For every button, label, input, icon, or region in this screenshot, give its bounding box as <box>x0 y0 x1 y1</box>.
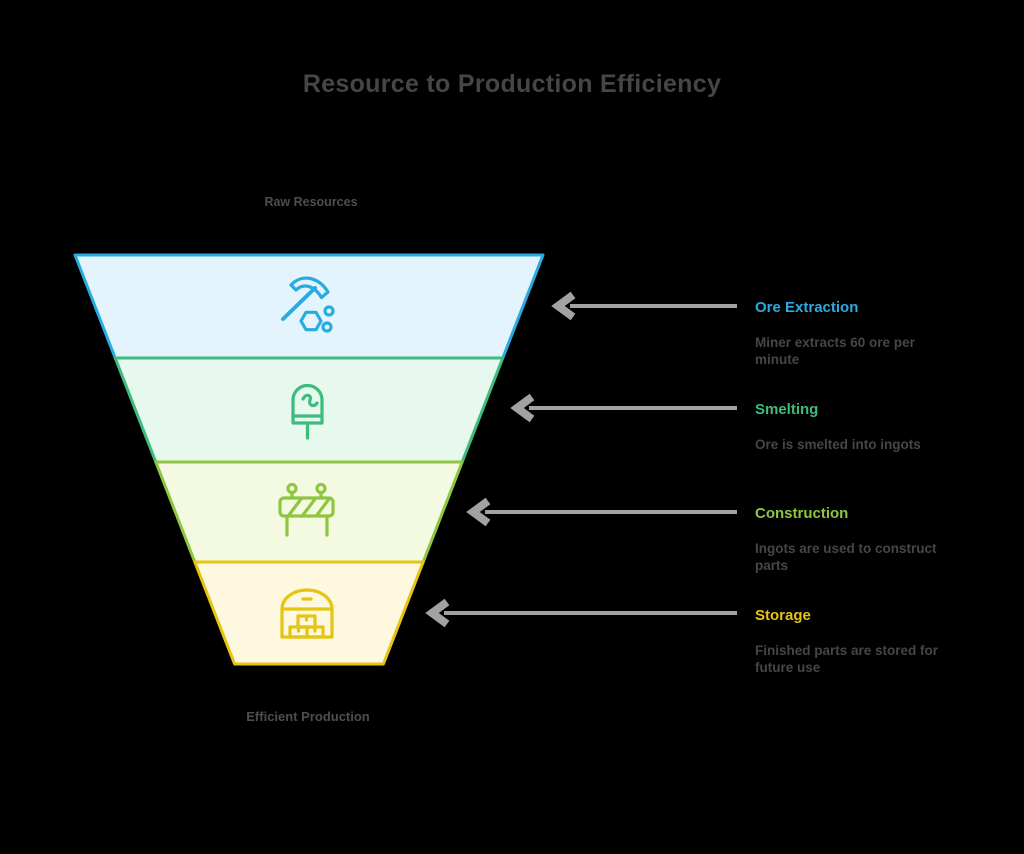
stage-3-arrow-icon <box>466 497 737 527</box>
stage-1-arrow-icon <box>551 291 737 321</box>
stage-4-arrow-icon <box>425 598 737 628</box>
stage-label: Storage <box>755 607 811 624</box>
stage-description: Ore is smelted into ingots <box>755 437 921 452</box>
stage-info-ore-extraction: Ore Extraction Miner extracts 60 ore per… <box>755 299 960 368</box>
pickaxe-icon <box>281 276 335 333</box>
funnel-stage-3-segment <box>154 460 464 564</box>
smelter-icon <box>291 383 324 440</box>
stage-info-construction: Construction Ingots are used to construc… <box>755 505 960 574</box>
stage-description: Miner extracts 60 ore per minute <box>755 335 915 367</box>
warehouse-icon <box>280 588 334 639</box>
stage-2-arrow-icon <box>510 393 737 423</box>
barrier-icon <box>278 482 335 537</box>
funnel-stage-1-segment <box>73 253 545 360</box>
stage-info-smelting: Smelting Ore is smelted into ingots <box>755 401 960 453</box>
funnel-stage-4-segment <box>193 560 425 666</box>
stage-label: Ore Extraction <box>755 299 859 316</box>
stage-description: Finished parts are stored for future use <box>755 643 939 675</box>
funnel-top-label: Raw Resources <box>264 195 358 209</box>
funnel-stage-2-segment <box>113 356 505 464</box>
stage-label: Construction <box>755 505 849 522</box>
page-title: Resource to Production Efficiency <box>302 70 722 98</box>
stage-info-storage: Storage Finished parts are stored for fu… <box>755 607 960 676</box>
stage-label: Smelting <box>755 401 819 418</box>
funnel-bottom-label: Efficient Production <box>246 709 370 724</box>
stage-description: Ingots are used to construct parts <box>755 541 937 573</box>
